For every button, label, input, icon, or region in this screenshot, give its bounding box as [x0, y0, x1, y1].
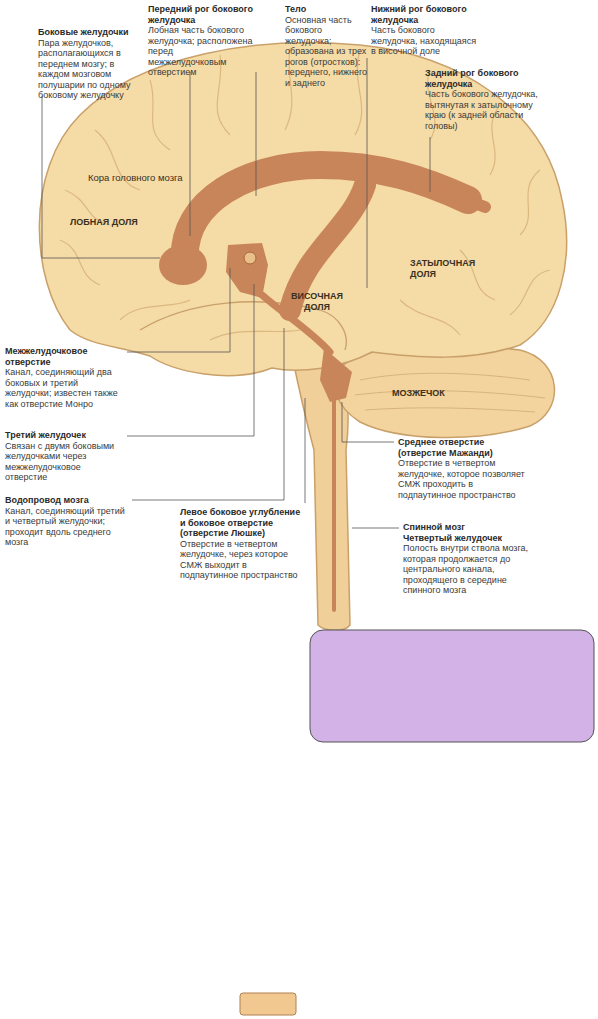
callout: Кора головного мозга: [88, 172, 208, 183]
callout-heading: Нижний рог бокового желудочка: [371, 4, 483, 25]
region-label: Кора головного мозга: [88, 172, 208, 183]
callout: ЗАТЫЛОЧНАЯ ДОЛЯ: [410, 258, 485, 279]
callout-heading: Среднее отверстие (отверстие Мажанди): [398, 437, 526, 458]
callout: ТелоОсновная часть бокового желудочка; о…: [285, 4, 369, 88]
cerebellum: [335, 345, 554, 437]
callout: Боковые желудочкиПара желудочков, распол…: [38, 27, 143, 101]
callout-text: Отверстие в четвертом желудочке, через к…: [180, 539, 304, 581]
gyri: [60, 48, 550, 340]
callout: Межжелудочковое отверстиеКанал, соединяю…: [5, 346, 125, 409]
region-label: МОЗЖЕЧОК: [392, 388, 472, 399]
callout-text: Лобная часть бокового желудочка; располо…: [148, 25, 253, 78]
region-label: ЛОБНАЯ ДОЛЯ: [70, 217, 160, 228]
callout-heading: Боковые желудочки: [38, 27, 143, 38]
callout: ЛОБНАЯ ДОЛЯ: [70, 217, 160, 228]
page-tab: [240, 993, 296, 1015]
callout-heading: Третий желудочек: [5, 430, 125, 441]
note-box: [310, 630, 594, 742]
callout: Водопровод мозгаКанал, соединяющий трети…: [5, 495, 130, 548]
callout-heading: Задний рог бокового желудочка: [425, 68, 545, 89]
callout: ВИСОЧНАЯ ДОЛЯ: [285, 291, 349, 312]
leader-lines: [42, 58, 430, 528]
callout-heading: Тело: [285, 4, 369, 15]
callout: Левое боковое углубление и боковое отвер…: [180, 507, 304, 581]
callout: Среднее отверстие (отверстие Мажанди)Отв…: [398, 437, 526, 500]
callout-heading: Спинной мозг: [403, 522, 531, 533]
region-label: ВИСОЧНАЯ ДОЛЯ: [285, 291, 349, 312]
callout-text: Отверстие в четвертом желудочке, которое…: [398, 458, 526, 500]
callout: Нижний рог бокового желудочкаЧасть боков…: [371, 4, 483, 57]
region-label: ЗАТЫЛОЧНАЯ ДОЛЯ: [410, 258, 485, 279]
callout: Задний рог бокового желудочкаЧасть боков…: [425, 68, 545, 131]
callout-heading: Передний рог бокового желудочка: [148, 4, 253, 25]
callout-text: Канал, соединяющий третий и четвертый же…: [5, 506, 130, 548]
callout-heading: Четвертый желудочек: [403, 533, 531, 544]
callout-text: Полость внутри ствола мозга, которая про…: [403, 543, 531, 596]
callout: Третий желудочекСвязан с двумя боковыми …: [5, 430, 125, 483]
callout-text: Основная часть бокового желудочка; образ…: [285, 15, 369, 89]
callout: МОЗЖЕЧОК: [392, 388, 472, 399]
callout: Передний рог бокового желудочкаЛобная ча…: [148, 4, 253, 78]
callout-text: Часть бокового желудочка, вытянутая к за…: [425, 89, 545, 131]
cerebellum-folia: [355, 373, 545, 412]
callout: Спинной мозгЧетвертый желудочекПолость в…: [403, 522, 531, 596]
callout-text: Часть бокового желудочка, находящаяся в …: [371, 25, 483, 57]
callout-heading: Межжелудочковое отверстие: [5, 346, 125, 367]
callout-text: Канал, соединяющий два боковых и третий …: [5, 367, 125, 409]
callout-heading: Левое боковое углубление и боковое отвер…: [180, 507, 304, 539]
callout-text: Связан с двумя боковыми желудочками чере…: [5, 441, 125, 483]
callout-heading: Водопровод мозга: [5, 495, 130, 506]
callout-text: Пара желудочков, располагающихся в перед…: [38, 38, 143, 101]
